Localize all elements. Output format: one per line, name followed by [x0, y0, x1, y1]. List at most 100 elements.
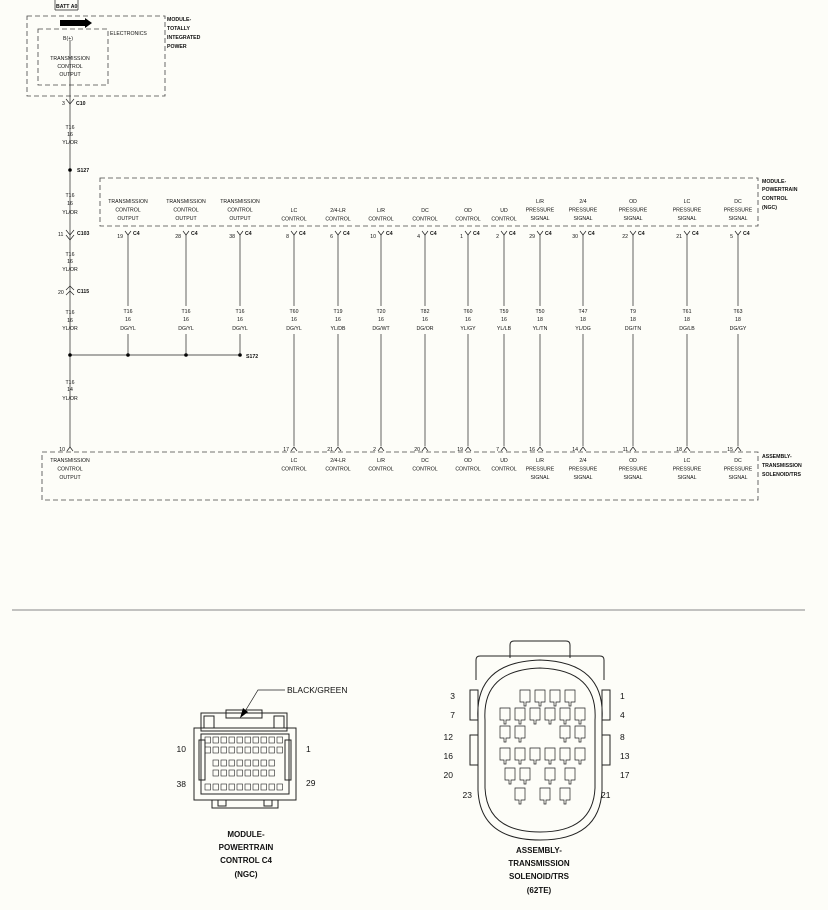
- branch-wire-color: DG/WT: [372, 326, 390, 332]
- pcm-pin-label: CONTROL: [227, 208, 252, 214]
- trs-pin-label: CONTROL: [281, 467, 306, 473]
- c10-connector: [65, 98, 75, 105]
- pcm-title-1: MODULE-: [762, 179, 786, 185]
- trs-pin-label: SIGNAL: [677, 475, 696, 481]
- trs-cavity: [504, 767, 516, 785]
- trs-cavity: [549, 689, 561, 707]
- pcm-cavity: [204, 783, 211, 791]
- trs-cavity: [574, 707, 586, 725]
- trs-view-pin-left: 23: [463, 790, 473, 800]
- batt-label: BATT A0: [56, 4, 77, 10]
- pcm-pin-label: CONTROL: [455, 217, 480, 223]
- trs-title-2: TRANSMISSION: [762, 463, 802, 469]
- pcm-cavity: [260, 783, 267, 791]
- branch-wires: T1616DG/YLT1616DG/YLT1616DG/YLT6016DG/YL…: [120, 235, 747, 446]
- pcm-pin-label: PRESSURE: [526, 208, 555, 214]
- branch-wire-code: T16: [124, 309, 133, 315]
- trs-pin-number: 16: [529, 447, 535, 453]
- main-wire-gauge: 16: [67, 132, 73, 138]
- main-wire: 3 C10 T16 16 YL/OR S127 T16 16 YL/OR 11 …: [58, 40, 258, 447]
- trs-view-pin-right: 21: [601, 790, 611, 800]
- trs-cavity: [544, 707, 556, 725]
- trs-pin-label: L/R: [536, 458, 544, 464]
- pcm-title-3: CONTROL: [762, 196, 788, 202]
- pcm-cavity: [220, 736, 227, 744]
- pcm-pin-terminal: [536, 230, 544, 236]
- trs-pin-label: DC: [421, 458, 429, 464]
- c103-connector: [65, 229, 75, 236]
- pcm-cavity: [228, 746, 235, 754]
- trs-pin-number: 18: [676, 447, 682, 453]
- pcm-pin-label: CONTROL: [173, 208, 198, 214]
- trs-cavity: [529, 707, 541, 725]
- pcm-pin-label: SIGNAL: [530, 216, 549, 222]
- pcm-connector-label: C4: [743, 231, 750, 237]
- branch-wire-code: T59: [500, 309, 509, 315]
- trs-pin-terminal: [421, 446, 429, 452]
- pcm-pin-terminal: [236, 230, 244, 236]
- tipm-module: BATT A0 ELECTRONICS B(+) TRANSMISSION CO…: [26, 0, 201, 97]
- trs-pin-terminal: [66, 446, 74, 452]
- branch-wire-color: YL/GY: [460, 326, 476, 332]
- pcm-pin-terminal: [182, 230, 190, 236]
- pcm-connector-label: C4: [638, 231, 645, 237]
- pcm-pin-number: 5: [730, 234, 733, 240]
- trs-caption-3: SOLENOID/TRS: [509, 872, 570, 881]
- pcm-cavity: [204, 736, 211, 744]
- branch-wire-gauge: 16: [125, 317, 131, 323]
- branch-wire-code: T16: [236, 309, 245, 315]
- trs-pin-terminal: [629, 446, 637, 452]
- trs-view-pin-right: 1: [620, 691, 625, 701]
- pcm-pin-terminal: [683, 230, 691, 236]
- trs-view-pin-right: 8: [620, 732, 625, 742]
- pcm-cavity: [236, 746, 243, 754]
- pcm-pin-number: 28: [175, 234, 181, 240]
- pcm-pin-label: OUTPUT: [175, 216, 197, 222]
- pcm-cavity: [236, 769, 243, 777]
- pcm-pin-terminal: [421, 230, 429, 236]
- pcm-cavity: [236, 759, 243, 767]
- pcm-pin-label: TRANSMISSION: [220, 199, 260, 205]
- branch-wire-color: YL/TN: [533, 326, 548, 332]
- pcm-pin-10: 10: [177, 744, 187, 754]
- pcm-pin-label: CONTROL: [281, 217, 306, 223]
- branch-wire-gauge: 18: [537, 317, 543, 323]
- trs-title-1: ASSEMBLY-: [762, 454, 792, 460]
- branch-wire-color: DG/TN: [625, 326, 641, 332]
- trs-pin-terminal: [377, 446, 385, 452]
- trs-cavity: [544, 767, 556, 785]
- branch-wire-gauge: 16: [335, 317, 341, 323]
- trs-view-pin-right: 4: [620, 710, 625, 720]
- pcm-pin-number: 2: [496, 234, 499, 240]
- branch-wire-code: T16: [182, 309, 191, 315]
- pcm-pin-label: L/R: [536, 199, 544, 205]
- trs-pin-number: 11: [623, 447, 628, 453]
- pcm-cavity: [236, 736, 243, 744]
- branch-wire-code: T82: [421, 309, 430, 315]
- trs-pin-terminal: [334, 446, 342, 452]
- pcm-connector-label: C4: [588, 231, 595, 237]
- branch-wire-gauge: 16: [183, 317, 189, 323]
- pcm-caption-2: POWERTRAIN: [219, 843, 274, 852]
- trs-pin-label: OUTPUT: [59, 475, 81, 481]
- pcm-pin-terminal: [124, 230, 132, 236]
- pcm-pin-number: 19: [117, 234, 123, 240]
- trs-pin-number: 2: [373, 447, 376, 453]
- trs-cavity: [514, 725, 526, 743]
- trs-pin-number: 17: [283, 447, 289, 453]
- branch-wire-code: T50: [536, 309, 545, 315]
- trs-pin-terminal: [290, 446, 298, 452]
- trs-cavity: [519, 767, 531, 785]
- c10-pin: 3: [62, 101, 65, 107]
- branch-wire-color: DG/GY: [730, 326, 747, 332]
- c115-label: C115: [77, 289, 89, 295]
- trs-pin-label: L/R: [377, 458, 385, 464]
- pcm-pin-label: CONTROL: [368, 217, 393, 223]
- pcm-pin-label: PRESSURE: [724, 208, 753, 214]
- trs-pin-label: SIGNAL: [530, 475, 549, 481]
- branch-wire-color: DG/OR: [416, 326, 433, 332]
- pcm-pin-label: CONTROL: [491, 217, 516, 223]
- trs-caption-1: ASSEMBLY-: [516, 846, 562, 855]
- pcm-cavity: [228, 759, 235, 767]
